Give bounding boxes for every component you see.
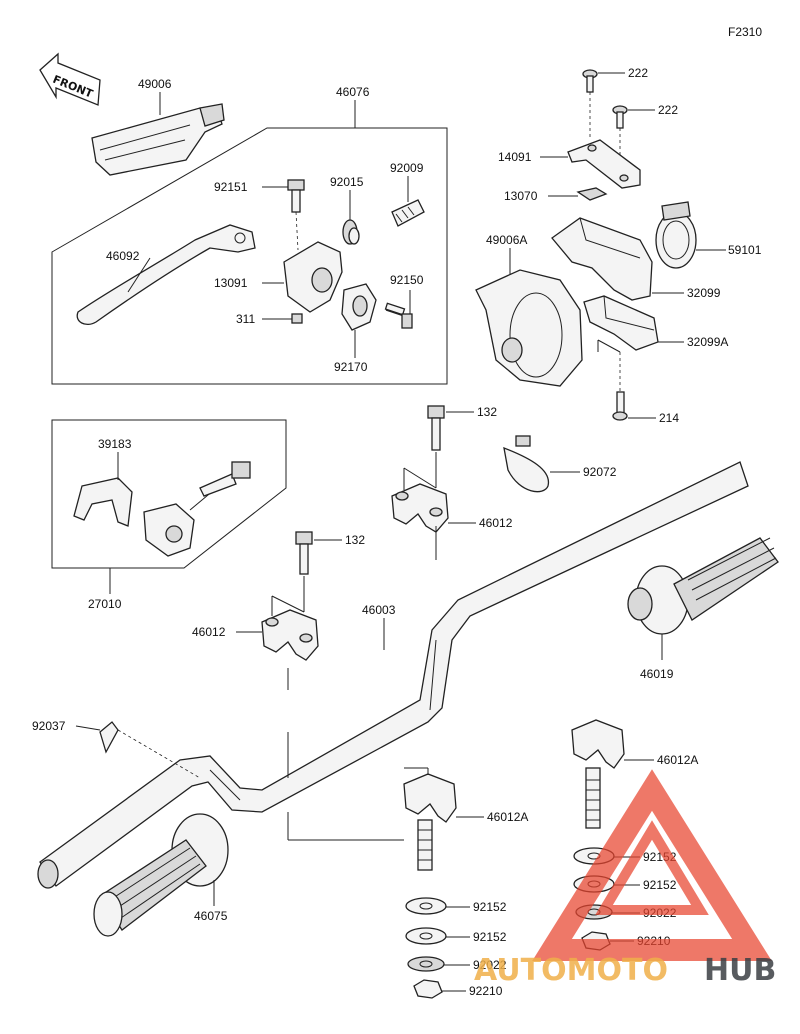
callout-46012Aa: 46012A [487,810,528,824]
screw-222b [612,105,628,129]
guard-49006A [475,269,583,387]
pulley-59101 [655,201,697,269]
callout-46003: 46003 [362,603,396,617]
cover-14091 [567,139,641,189]
clip-39183 [73,477,133,527]
callout-13070: 13070 [504,189,538,203]
screw-214 [612,391,628,421]
handlebar-46003 [37,461,749,889]
washer-92022a [407,956,445,972]
callout-27010: 27010 [88,597,122,611]
callout-92022a: 92022 [473,958,507,972]
front-arrow-icon: FRONT [39,52,101,106]
callout-92152b: 92152 [473,930,507,944]
assembly-box-27010 [51,419,287,569]
watermark-logo [532,769,772,961]
part-13070 [576,187,608,201]
figure-code: F2310 [728,25,762,39]
adjuster-nut-92015 [342,219,360,245]
washer-92152a [405,897,447,915]
callout-49006: 49006 [138,77,172,91]
bolt-132a [427,405,445,451]
callout-92037: 92037 [32,719,66,733]
callout-14091: 14091 [498,150,532,164]
callout-92170: 92170 [334,360,368,374]
kill-switch-27010 [143,461,251,557]
adjuster-92009 [391,199,425,227]
callout-46092: 46092 [106,249,140,263]
assembly-box-46076 [51,127,448,385]
callout-46019: 46019 [640,667,674,681]
callout-92150: 92150 [390,273,424,287]
callout-92152a: 92152 [473,900,507,914]
watermark-text-a: AUTOMOTO [474,953,668,988]
callout-59101: 59101 [728,243,762,257]
callout-92072: 92072 [583,465,617,479]
callout-214: 214 [659,411,679,425]
lever-guard-49006 [91,103,225,176]
callout-222a: 222 [628,66,648,80]
watermark-text-b: HUB [704,953,776,988]
holder-46012b [261,609,319,661]
holder-46012Aa [403,773,457,871]
holder-46012a [391,483,449,533]
callout-311: 311 [236,312,255,326]
callout-132b: 132 [345,533,365,547]
clip-92037 [99,721,119,754]
callout-13091: 13091 [214,276,248,290]
callout-46012Ab: 46012A [657,753,698,767]
clamp-92170 [341,283,377,331]
callout-39183: 39183 [98,437,132,451]
callout-46012a: 46012 [479,516,513,530]
nut-92210a [413,979,443,999]
holder-46012Ab [571,719,625,829]
washer-92152b [405,927,447,945]
callout-46075: 46075 [194,909,228,923]
grip-46075 [93,813,229,937]
housing-32099 [551,217,653,301]
callout-46012b: 46012 [192,625,226,639]
bolt-92151 [287,179,305,213]
band-92072 [503,435,550,493]
grip-46019 [627,537,779,635]
callout-222b: 222 [658,103,678,117]
callout-32099A: 32099A [687,335,728,349]
callout-132a: 132 [477,405,497,419]
bolt-132b [295,531,313,575]
lever-holder-13091 [283,241,343,313]
nut-311 [291,313,303,324]
callout-92015: 92015 [330,175,364,189]
callout-49006A: 49006A [486,233,527,247]
callout-92152d: 92152 [643,878,677,892]
callout-92210a: 92210 [469,984,503,998]
bolt-92150 [384,302,413,329]
screw-222a [582,69,598,93]
callout-46076: 46076 [336,85,370,99]
callout-92151: 92151 [214,180,248,194]
clutch-lever-46092 [76,224,256,326]
callout-92009: 92009 [390,161,424,175]
callout-32099: 32099 [687,286,721,300]
housing-32099A [583,295,659,351]
